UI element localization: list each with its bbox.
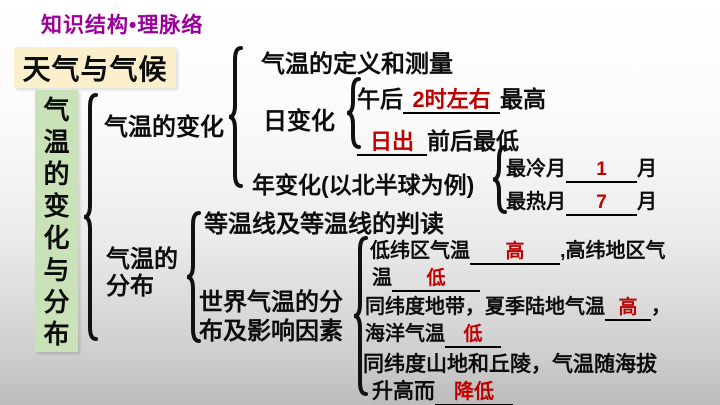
landsea-line1: 同纬度地带，夏季陆地气温高，	[365, 290, 671, 321]
altitude-blank-decrease: 降低	[435, 382, 513, 405]
node-world-distribution-factors: 世界气温的分布及影响因素	[199, 289, 343, 345]
latitude-l2-pre: 温	[372, 267, 392, 289]
landsea-blank-high: 高	[605, 298, 651, 321]
node-definition-measurement: 气温的定义和测量	[261, 51, 453, 78]
daily-min-row: 日出前后最低	[357, 122, 519, 157]
latitude-blank-low: 低	[392, 269, 480, 292]
altitude-line2: 升高而降低	[372, 375, 513, 405]
brace-distribution	[185, 211, 201, 343]
daily-min-post: 前后最低	[427, 128, 519, 154]
landsea-l1-pre: 同纬度地带，夏季陆地气温	[365, 296, 605, 318]
daily-min-blank: 日出	[357, 130, 427, 157]
coldest-month-post: 月	[637, 158, 657, 180]
landsea-blank-low: 低	[445, 325, 501, 348]
node-annual-variation: 年变化(以北半球为例)	[252, 172, 475, 198]
page-title: 知识结构•理脉络	[41, 14, 204, 37]
brace-world-distribution	[352, 236, 368, 396]
root-node: 气温的变化与分布	[35, 90, 78, 352]
hottest-month-pre: 最热月	[506, 191, 566, 213]
hottest-month-post: 月	[637, 191, 657, 213]
branch-distribution: 气温的分布	[106, 246, 178, 300]
daily-max-blank: 2时左右	[403, 88, 500, 115]
landsea-l2-pre: 海洋气温	[365, 323, 445, 345]
landsea-l1-post: ，	[651, 296, 671, 318]
node-daily-variation: 日变化	[263, 108, 335, 135]
brace-daily-variation	[345, 77, 361, 149]
latitude-line1: 低纬区气温高,高纬地区气	[370, 234, 666, 265]
brace-annual-variation	[491, 145, 507, 214]
coldest-month-blank: 1	[566, 160, 637, 183]
altitude-l1: 同纬度山地和丘陵，气温随海拔	[363, 353, 657, 376]
daily-max-post: 最高	[500, 86, 546, 112]
landsea-line2: 海洋气温低	[365, 317, 501, 348]
latitude-line2: 温低	[372, 261, 480, 292]
topic-box: 天气与气候	[14, 47, 176, 88]
latitude-l1-post: ,高纬地区气	[560, 240, 666, 262]
latitude-blank-high: 高	[470, 242, 560, 265]
branch-temperature-change: 气温的变化	[104, 114, 224, 141]
brace-temperature-change	[227, 46, 243, 188]
latitude-l1-pre: 低纬区气温	[370, 240, 470, 262]
coldest-month-pre: 最冷月	[506, 158, 566, 180]
hottest-month-blank: 7	[566, 193, 637, 216]
altitude-l2-pre: 升高而	[372, 380, 435, 403]
node-isoline-reading: 等温线及等温线的判读	[204, 211, 444, 238]
altitude-line1: 同纬度山地和丘陵，气温随海拔	[363, 348, 657, 378]
daily-max-pre: 午后	[357, 86, 403, 112]
brace-root	[82, 93, 98, 341]
